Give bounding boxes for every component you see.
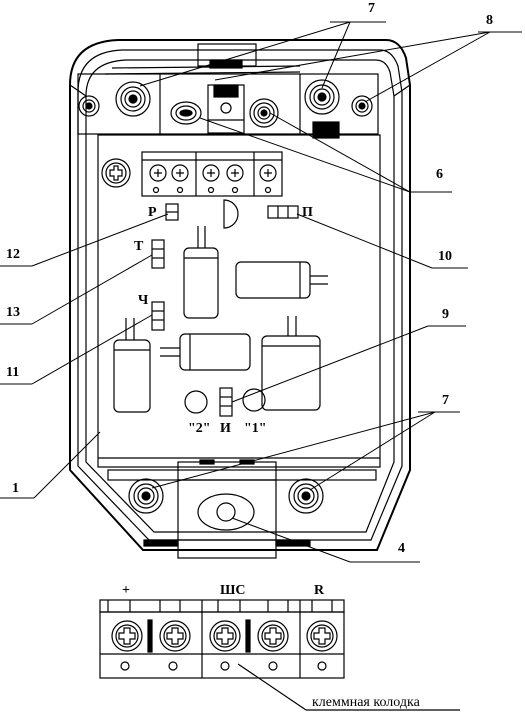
callout-12: 12 (6, 247, 20, 262)
leader-lines (0, 21, 522, 563)
mode-label-2: "2" (188, 421, 211, 436)
top-left-screw (115, 81, 151, 117)
led-half-circle (223, 199, 239, 229)
capacitor-vertical-1 (183, 226, 219, 319)
bottom-bracket (107, 459, 377, 559)
jumper-label-t: Т (134, 239, 144, 254)
bottom-left-screw (128, 478, 164, 514)
jumper-ch (151, 301, 165, 331)
callout-9: 9 (442, 307, 449, 322)
callout-6: 6 (436, 167, 443, 182)
top-center-oval-hole (170, 101, 202, 125)
mode-label-1: "1" (244, 421, 267, 436)
jumper-label-i: И (220, 421, 231, 436)
callout-4: 4 (398, 541, 405, 556)
jumper-r (165, 203, 179, 221)
jumper-label-r: Р (148, 205, 157, 220)
terminal-label-shs: ШС (220, 583, 245, 598)
callout-11: 11 (6, 365, 19, 380)
terminal-screws (111, 620, 338, 652)
jumper-label-ch: Ч (138, 293, 149, 308)
terminal-block-detail (99, 599, 460, 711)
capacitor-vertical-2 (113, 318, 151, 413)
terminal-label-r: R (314, 583, 325, 598)
capacitor-horizontal-1 (235, 261, 328, 299)
bottom-right-screw (288, 478, 324, 514)
top-right-small-screw (351, 95, 373, 117)
callout-10: 10 (438, 249, 452, 264)
bottom-center-oval-hole (197, 493, 255, 531)
capacitor-vertical-3 (261, 316, 321, 411)
led-right (242, 388, 266, 412)
board-terminal-block (141, 151, 283, 197)
callout-7-bottom: 7 (442, 393, 449, 408)
top-bracket (104, 43, 301, 75)
jumper-label-p: П (302, 205, 313, 220)
jumper-i (219, 387, 233, 417)
capacitor-horizontal-2 (160, 333, 251, 371)
top-right-screw (304, 79, 340, 115)
callout-1: 1 (12, 481, 19, 496)
top-left-small-screw (78, 95, 100, 117)
board-screw (101, 158, 131, 188)
jumper-t (151, 239, 165, 269)
labels: 7 8 6 10 12 13 11 9 7 1 4 Р Т Ч П "2" И … (6, 1, 493, 710)
top-center-screw (249, 98, 279, 128)
board-terminal-screws (149, 164, 277, 182)
callout-13: 13 (6, 305, 20, 320)
pcb-board (97, 134, 381, 468)
led-left (184, 390, 208, 414)
terminal-block-caption: клеммная колодка (312, 695, 421, 710)
terminal-label-plus: + (122, 583, 130, 598)
jumper-p (267, 205, 299, 219)
tamper-switch (207, 84, 245, 134)
housing (69, 39, 411, 551)
callout-8: 8 (486, 13, 493, 28)
top-screw-bar (77, 73, 379, 135)
callout-7-top: 7 (368, 1, 375, 16)
right-clip (312, 121, 340, 139)
